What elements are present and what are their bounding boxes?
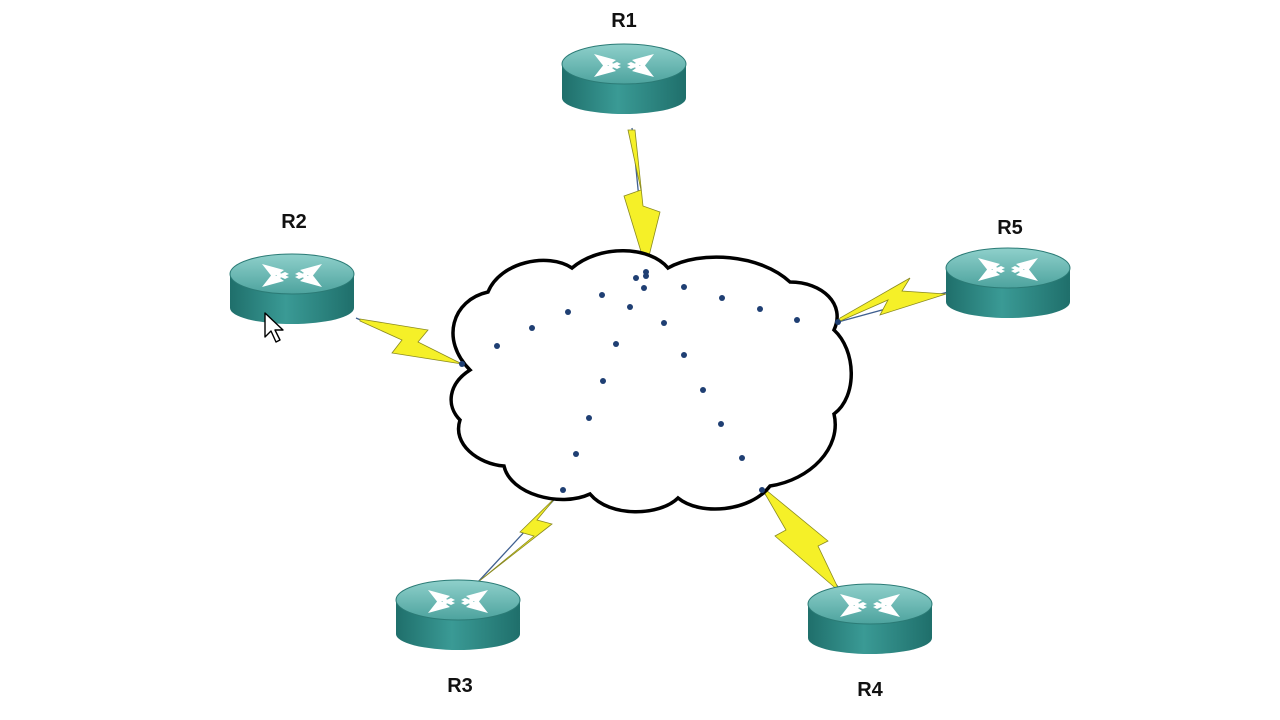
serial-link-r5	[837, 277, 949, 323]
virtual-circuit-dot	[700, 387, 706, 393]
interface-endpoint-dot	[835, 319, 841, 325]
interface-endpoint-dot	[643, 269, 649, 275]
virtual-circuit-dot	[600, 378, 606, 384]
virtual-circuit-dot	[573, 451, 579, 457]
virtual-circuit-dot	[599, 292, 605, 298]
virtual-circuit-dot	[718, 421, 724, 427]
virtual-circuit-dot	[633, 275, 639, 281]
router-label-r4: R4	[857, 679, 883, 701]
virtual-circuit-dot	[494, 343, 500, 349]
router-label-r1: R1	[611, 10, 637, 32]
serial-link-r3	[477, 489, 564, 583]
serial-link-r1	[623, 127, 661, 271]
router-label-r3: R3	[447, 675, 473, 697]
serial-link-r2	[355, 317, 463, 365]
virtual-circuit-dot	[757, 306, 763, 312]
router-r3[interactable]	[395, 579, 521, 651]
virtual-circuit-dot	[681, 352, 687, 358]
virtual-circuit-dot	[681, 284, 687, 290]
router-r4[interactable]	[807, 583, 933, 655]
mouse-cursor-icon	[264, 312, 284, 343]
virtual-circuit-dot	[613, 341, 619, 347]
virtual-circuit-dot	[529, 325, 535, 331]
virtual-circuit-dots	[459, 269, 841, 493]
serial-links	[355, 127, 949, 593]
router-r1[interactable]	[561, 43, 687, 115]
virtual-circuit-dot	[661, 320, 667, 326]
router-r2[interactable]	[229, 253, 355, 325]
interface-endpoint-dot	[560, 487, 566, 493]
interface-endpoint-dot	[459, 361, 465, 367]
virtual-circuit-dot	[627, 304, 633, 310]
virtual-circuit-dot	[586, 415, 592, 421]
virtual-circuit-dot	[739, 455, 745, 461]
router-r5[interactable]	[945, 247, 1071, 319]
interface-endpoint-dot	[759, 487, 765, 493]
virtual-circuit-dot	[565, 309, 571, 315]
serial-link-r4	[761, 489, 843, 593]
virtual-circuit-dot	[641, 285, 647, 291]
virtual-circuit-dot	[719, 295, 725, 301]
router-label-r5: R5	[997, 217, 1023, 239]
virtual-circuit-dot	[794, 317, 800, 323]
network-cloud	[449, 249, 853, 514]
router-label-r2: R2	[281, 211, 307, 233]
